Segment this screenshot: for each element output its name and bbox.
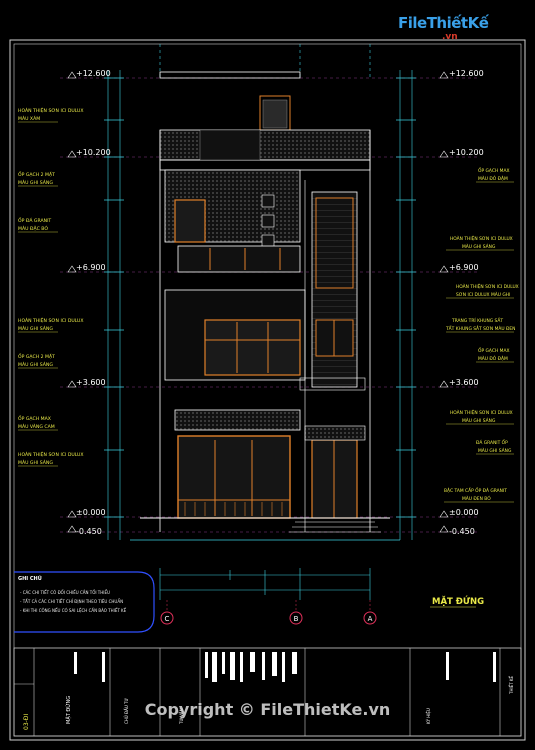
note-text: MÀU ĐỎ ĐẬM <box>478 174 508 182</box>
level-label: ±0.000 <box>449 508 479 517</box>
level-label: +12.600 <box>449 69 484 78</box>
note-text: MÀU GHI SÁNG <box>18 459 53 466</box>
sheet-frame <box>9 39 526 741</box>
level-label: +12.600 <box>76 69 111 78</box>
brand-domain: .vn <box>442 32 458 42</box>
note-text: MÀU GHI SÁNG <box>18 361 53 368</box>
legend-box: GHI CHÚ - CÁC CHI TIẾT CÓ ĐỐI CHIẾU CẦN … <box>14 571 155 633</box>
legend-title: GHI CHÚ <box>18 575 42 582</box>
brand-name: FileThiếtKế <box>398 14 489 32</box>
axis-bubble-b <box>289 611 303 625</box>
legend-line: - TẤT CẢ CÁC CHI TIẾT CHỈ ĐỊNH THEO TIÊU… <box>20 598 123 604</box>
note-text: MÀU GHI SÁNG <box>478 447 512 454</box>
note-text: MÀU ĐẶC BÓ <box>18 225 48 232</box>
sheet-drawing-name: MẶT ĐỨNG <box>65 696 72 724</box>
note-text: SƠN ICI DULUX MÀU GHI <box>456 291 510 298</box>
note-text: ỐP GẠCH MAX <box>18 414 51 422</box>
note-text: BẬC TAM CẤP ỐP ĐÁ GRANIT <box>444 486 507 494</box>
level-label: +10.200 <box>76 148 111 157</box>
left-leaders <box>18 121 58 467</box>
brand-logo: FileThiếtKế .vn <box>398 10 506 44</box>
right-annotations: ỐP GẠCH MAX MÀU ĐỎ ĐẬM HOÀN THIỆN SƠN IC… <box>444 166 519 502</box>
level-label: +3.600 <box>449 378 479 387</box>
copyright-watermark: Copyright © FileThietKe.vn <box>144 700 391 719</box>
note-text: MÀU GHI SÁNG <box>18 179 53 186</box>
axis-label-c: C <box>165 615 170 623</box>
axis-bubble-a <box>363 611 377 625</box>
note-text: HOÀN THIỆN SƠN ICI DULUX <box>18 316 84 324</box>
title-cell: THIẾT KẾ <box>508 676 514 695</box>
note-text: ỐP ĐÁ GRANIT <box>18 216 51 224</box>
building-elevation <box>130 71 400 541</box>
note-text: MÀU GHI SÁNG <box>462 417 496 424</box>
note-text: ỐP GẠCH 2 MẶT <box>18 170 55 178</box>
legend-line: - CÁC CHI TIẾT CÓ ĐỐI CHIẾU CẦN TỐI THIỂ… <box>20 589 110 595</box>
title-cell: TƯ VẤN <box>179 708 184 725</box>
title-cell: CHỦ ĐẦU TƯ <box>124 698 129 724</box>
left-annotations: HOÀN THIỆN SƠN ICI DULUX MÀU XÁM ỐP GẠCH… <box>18 106 84 466</box>
level-label: ±0.000 <box>76 508 106 517</box>
right-leaders <box>444 181 514 503</box>
note-text: ỐP GẠCH 2 MẶT <box>18 352 55 360</box>
axis-bubble-c <box>160 611 174 625</box>
level-label: +3.600 <box>76 378 106 387</box>
note-text: MÀU ĐỎ ĐẬM <box>478 354 508 362</box>
level-label: +10.200 <box>449 148 484 157</box>
level-label: -0.450 <box>449 527 475 536</box>
note-text: HOÀN THIỆN SƠN ICI DULUX <box>450 408 513 416</box>
note-text: HOÀN THIỆN SƠN ICI DULUX <box>456 282 519 290</box>
note-text: ỐP GẠCH MAX <box>478 166 509 174</box>
note-text: HOÀN THIỆN SƠN ICI DULUX <box>450 234 513 242</box>
vertical-dimensions <box>107 44 413 540</box>
level-markers-left: +12.600 +10.200 +6.900 +3.600 ±0.000 -0.… <box>67 69 111 536</box>
legend-line: - KHI THI CÔNG NẾU CÓ SAI LỆCH CẦN BÁO T… <box>20 607 127 613</box>
note-text: MÀU GHI SÁNG <box>462 243 496 250</box>
level-markers-right: +12.600 +10.200 +6.900 +3.600 ±0.000 -0.… <box>439 69 484 536</box>
dim-ticks <box>104 77 416 518</box>
note-text: MÀU GHI SÁNG <box>18 325 53 332</box>
axis-label-b: B <box>294 615 299 623</box>
axis-label-a: A <box>368 615 373 623</box>
title-block: 03-ĐI MẶT ĐỨNG CHỦ ĐẦU TƯ TƯ VẤN THIẾT K… <box>13 647 522 737</box>
level-label: +6.900 <box>76 263 106 272</box>
note-text: TẤT KHUNG SẮT SƠN MÀU ĐEN <box>445 324 515 332</box>
note-text: MÀU XÁM <box>18 115 40 122</box>
note-text: ỐP GẠCH MAX <box>478 346 509 354</box>
note-text: HOÀN THIỆN SƠN ICI DULUX <box>18 106 84 114</box>
sheet-number: 03-ĐI <box>23 714 30 730</box>
note-text: ĐÁ GRANIT ỐP <box>476 438 508 446</box>
note-text: MÀU VÀNG CAM <box>18 423 55 430</box>
level-label: -0.450 <box>76 527 102 536</box>
note-text: TRANG TRÍ KHUNG SẮT <box>451 316 503 324</box>
drawing-title: MẶT ĐỨNG <box>432 595 484 607</box>
level-label: +6.900 <box>449 263 479 272</box>
note-text: MÀU ĐEN BÓ <box>462 495 491 502</box>
title-cell: KÝ HIỆU <box>426 708 431 724</box>
note-text: HOÀN THIỆN SƠN ICI DULUX <box>18 450 84 458</box>
grid-axes: C B A <box>160 600 377 625</box>
horizontal-dimensions <box>159 568 371 600</box>
